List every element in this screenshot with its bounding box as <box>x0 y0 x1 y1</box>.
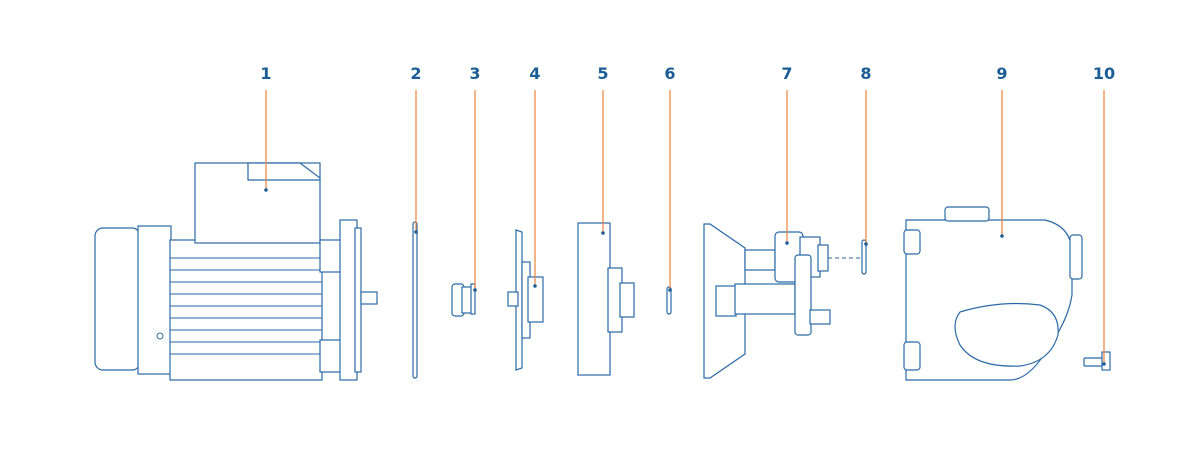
part-4-impeller <box>507 229 544 371</box>
part-label-3: 3 <box>469 64 481 83</box>
part-label-7: 7 <box>781 64 793 83</box>
leader-lines <box>264 90 1106 366</box>
leader-dot-8 <box>864 242 868 246</box>
part-label-9: 9 <box>996 64 1008 83</box>
leader-dot-1 <box>264 188 268 192</box>
part-7-ejector <box>703 223 831 379</box>
leader-dot-2 <box>414 230 418 234</box>
part-10-screw <box>1083 351 1111 371</box>
leader-dot-10 <box>1102 362 1106 366</box>
part-label-6: 6 <box>664 64 676 83</box>
leader-dot-6 <box>668 288 672 292</box>
leader-dot-5 <box>601 231 605 235</box>
part-label-2: 2 <box>410 64 422 83</box>
part-label-10: 10 <box>1092 64 1116 83</box>
leader-dot-3 <box>473 288 477 292</box>
part-label-5: 5 <box>597 64 609 83</box>
leader-dot-7 <box>785 241 789 245</box>
part-label-1: 1 <box>260 64 272 83</box>
leader-dot-4 <box>533 284 537 288</box>
part-1-motor <box>94 162 378 381</box>
part-9-pump-body <box>903 206 1083 381</box>
part-label-4: 4 <box>529 64 541 83</box>
part-3-seal <box>451 283 476 317</box>
part-8-oring <box>861 239 867 275</box>
part-6-oring <box>666 286 672 315</box>
part-5-diffuser <box>577 222 635 376</box>
part-label-8: 8 <box>860 64 872 83</box>
leader-dot-9 <box>1000 234 1004 238</box>
part-2-gasket <box>412 221 418 379</box>
